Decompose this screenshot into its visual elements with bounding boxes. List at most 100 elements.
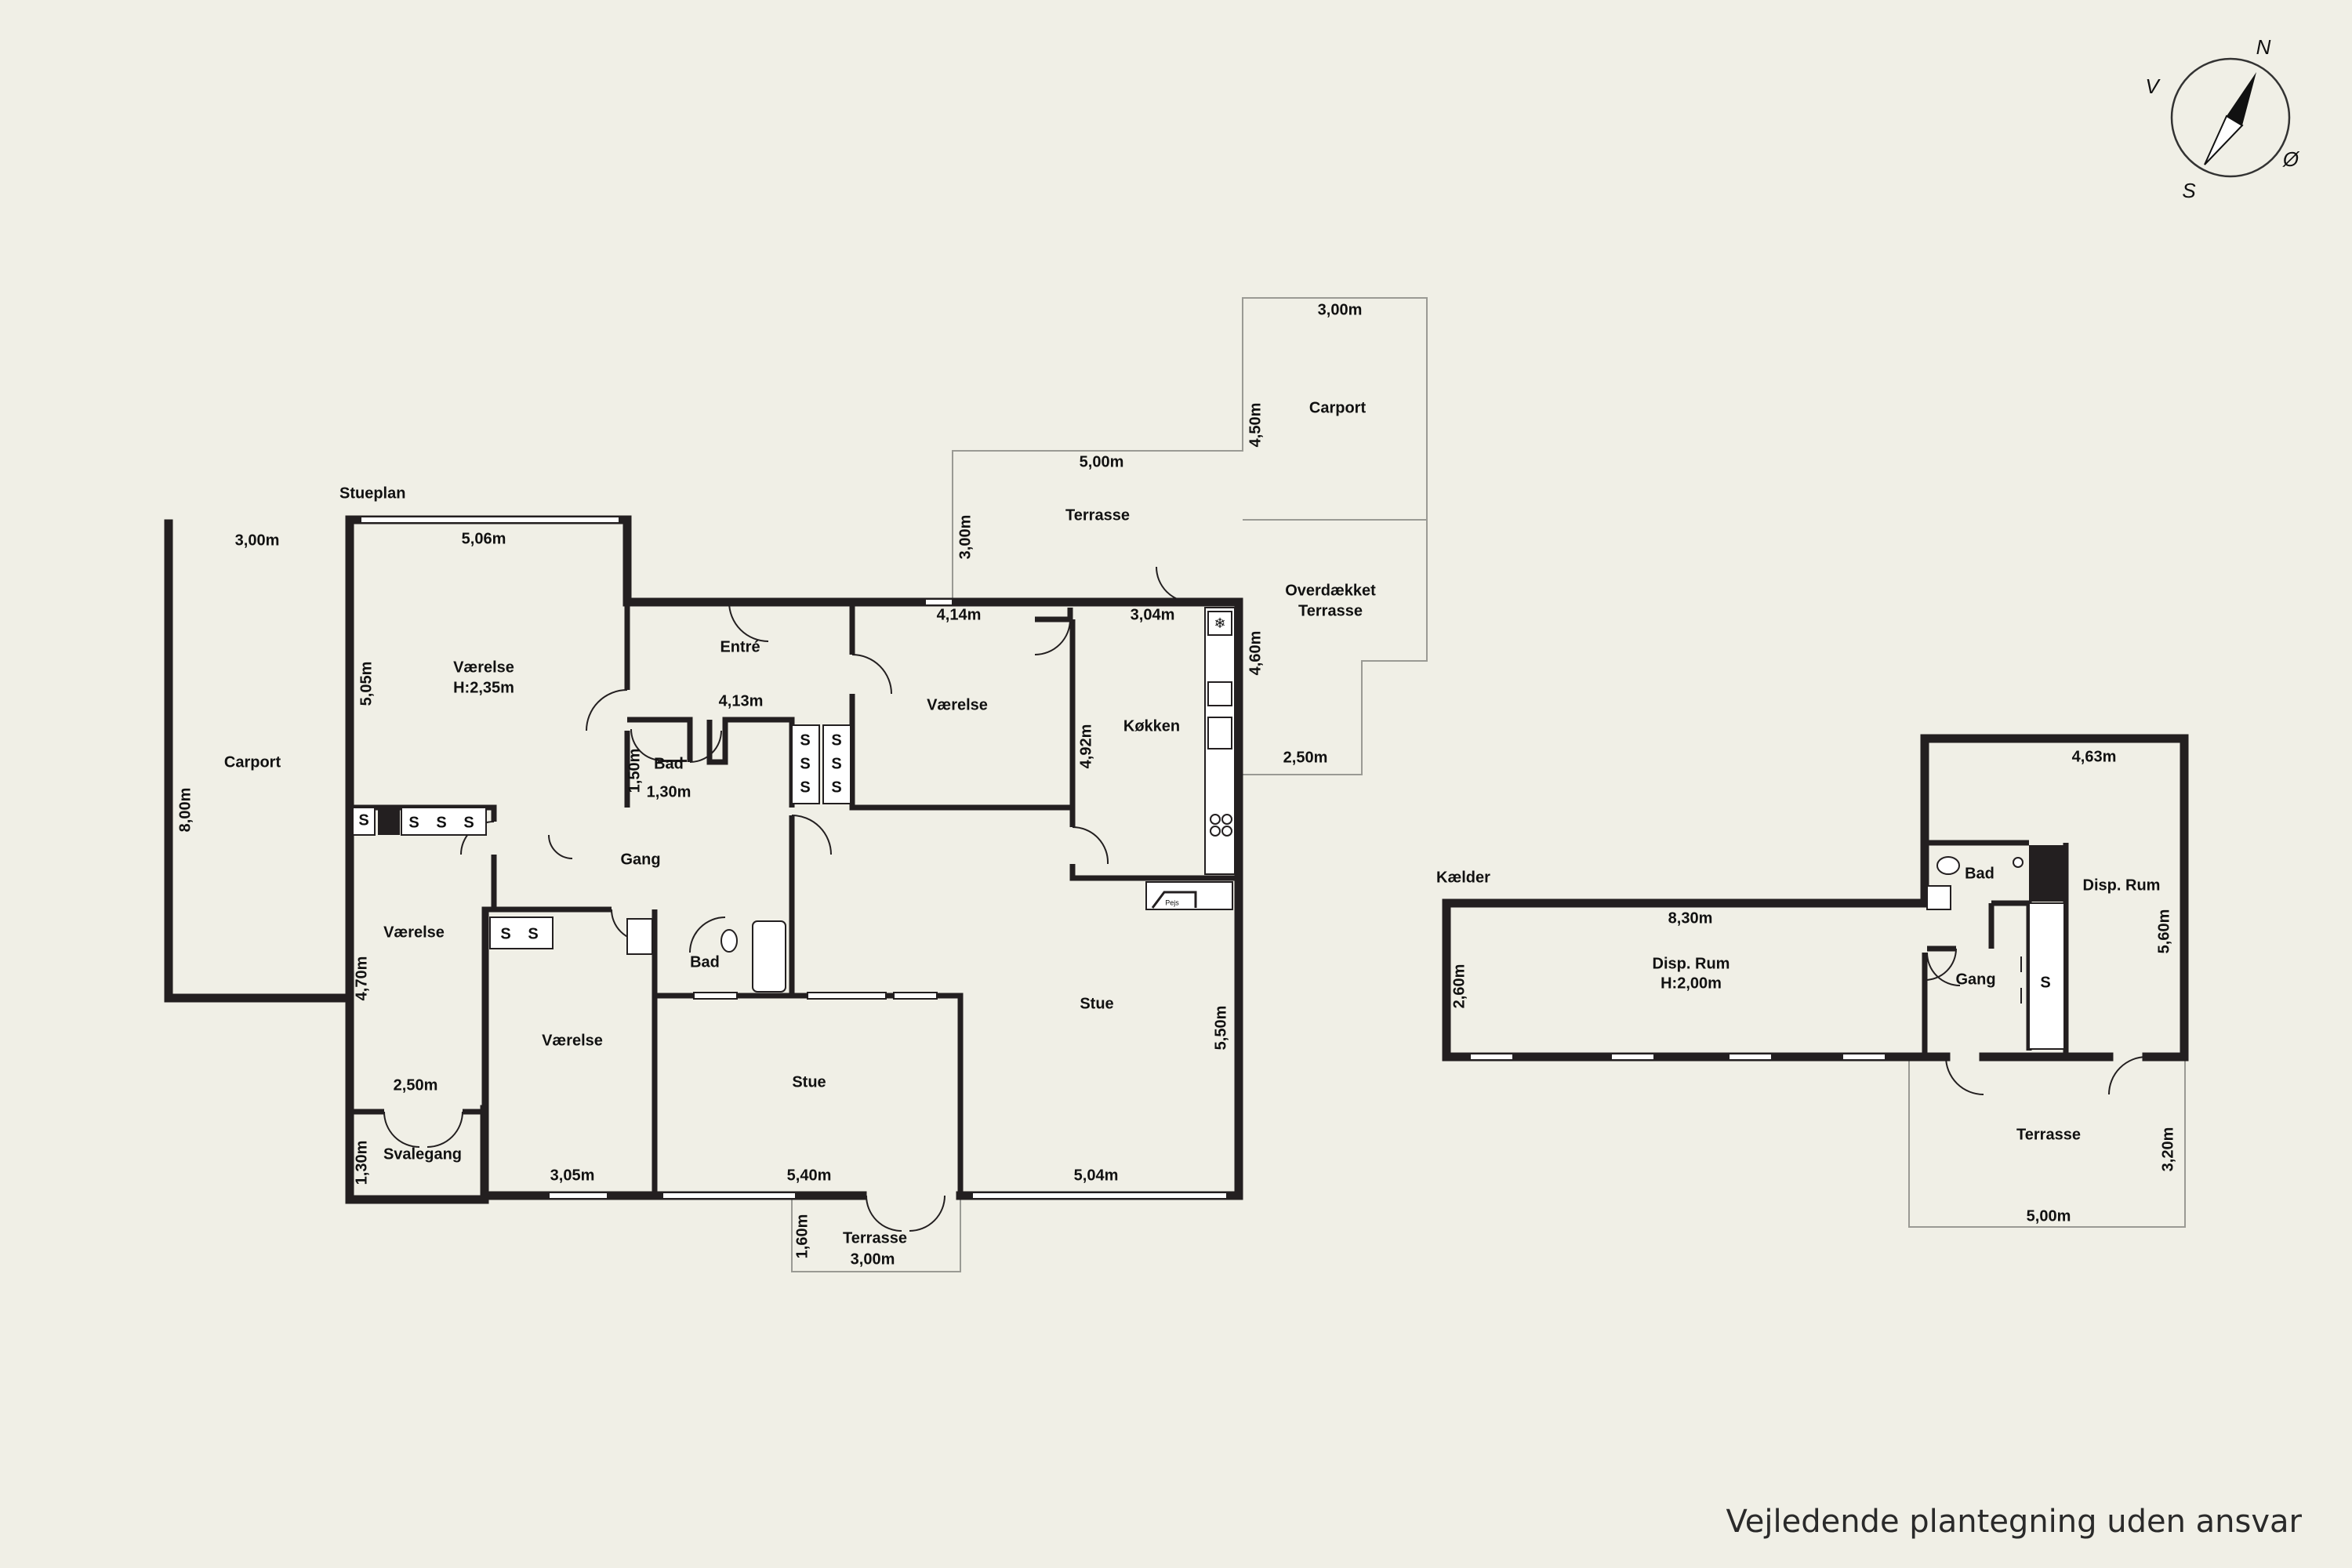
- dim-disp-small-w: 4,63m: [2072, 748, 2117, 765]
- closet-letter-5: S: [800, 731, 810, 749]
- base-sink: [1926, 885, 1951, 910]
- room-terrasse-base: Terrasse: [2016, 1126, 2081, 1143]
- base-door-bad: [1924, 948, 1957, 981]
- window-stue-left: [662, 1192, 797, 1200]
- base-lamp-icon: [2013, 857, 2024, 868]
- closets: S S S S S S S S S S S S: [352, 724, 851, 949]
- closet-letter-11: S: [500, 925, 510, 942]
- window-bad-a: [693, 992, 738, 1000]
- room-disp-rum-big: Disp. Rum: [1653, 955, 1730, 972]
- wall-base-closet: [1991, 900, 2032, 1051]
- dishwasher: [1207, 681, 1232, 706]
- bad-small-floor: [658, 760, 687, 762]
- room-gang-base: Gang: [1955, 971, 1995, 988]
- dim-vaerelse-main-w: 5,06m: [462, 530, 506, 547]
- room-entre: Entré: [720, 638, 760, 655]
- closet-letter-2: S: [408, 814, 419, 831]
- wall-kokken-south: [1069, 864, 1235, 881]
- closet-4: [822, 724, 851, 804]
- dim-bad-small-h: 1,50m: [626, 749, 643, 793]
- basement-walls: S: [1442, 734, 2189, 1228]
- dim-stue-left-w: 5,40m: [787, 1167, 832, 1184]
- closet-letter-4: S: [463, 814, 474, 831]
- door-entre-arc: [728, 601, 769, 642]
- dim-terrasse-south-h: 1,60m: [793, 1214, 811, 1259]
- dim-stue-right-w: 5,04m: [1074, 1167, 1119, 1184]
- base-window-4: [1842, 1053, 1886, 1061]
- closet-letter-8: S: [831, 731, 841, 749]
- dim-terrasse-north-h: 3,00m: [956, 515, 974, 560]
- closet-1: [352, 807, 376, 836]
- dim-kokken-w: 3,04m: [1131, 606, 1175, 623]
- room-bad-small: Bad: [654, 755, 684, 772]
- room-svalegang: Svalegang: [383, 1145, 462, 1163]
- ground-labels: Carport 3,00m 8,00m Værelse H:2,35m 5,06…: [176, 301, 1376, 1268]
- hob-4: [1221, 826, 1232, 837]
- door-bad-small-inner: [630, 728, 663, 761]
- window-bad-b: [807, 992, 887, 1000]
- compass-south-needle: [2204, 114, 2244, 165]
- fireplace: [1145, 881, 1233, 910]
- window-stue-right: [971, 1192, 1228, 1200]
- dim-kokken-h: 4,92m: [1077, 724, 1094, 769]
- closet-letter-9: S: [831, 755, 841, 772]
- window-vaerelse-main: [360, 516, 620, 524]
- room-carport-right: Carport: [1309, 399, 1367, 416]
- dim-carport-left-w: 3,00m: [235, 532, 280, 549]
- window-vaerelse-mid: [924, 598, 953, 606]
- dim-disp-small-h: 5,60m: [2155, 909, 2172, 954]
- room-stue-right: Stue: [1080, 995, 1113, 1012]
- closet-letter-10: S: [831, 779, 841, 796]
- room-vaerelse-mid: Værelse: [927, 696, 988, 713]
- room-overdaekket: Overdækket: [1285, 582, 1376, 599]
- base-window-2: [1610, 1053, 1655, 1061]
- door-stue-arc: [791, 815, 832, 855]
- dim-vaerelse-sw-w: 2,50m: [394, 1076, 438, 1094]
- dim-stue-right-h: 5,50m: [1212, 1006, 1229, 1051]
- dim-carport-right-w: 3,00m: [1318, 301, 1363, 318]
- snowflake-icon: ❄: [1214, 615, 1225, 631]
- wall-carport-left: [164, 519, 354, 1003]
- ground-walls: [164, 515, 1243, 1204]
- dim-disp-big-w: 8,30m: [1668, 909, 1713, 927]
- ground-windows: [360, 516, 1228, 1200]
- fridge: [1207, 611, 1232, 636]
- dim-disp-big-h: 2,60m: [1450, 964, 1468, 1009]
- sink: [1207, 717, 1232, 750]
- base-door-gang: [1945, 1056, 1984, 1095]
- closet-letter-1: S: [358, 811, 368, 829]
- hob-3: [1210, 826, 1221, 837]
- door-bad-main-arc: [689, 916, 726, 953]
- ground-doors: [383, 566, 1192, 1232]
- disclaimer-text: Vejledende plantegning uden ansvar: [1726, 1504, 2303, 1540]
- terrace-outline-south: [791, 1200, 961, 1272]
- closet-2: [401, 807, 487, 836]
- closet-letter-3: S: [436, 814, 446, 831]
- kitchen-fixtures: ❄ Pejs: [1145, 607, 1236, 910]
- base-door-gang-west: [1926, 952, 1961, 986]
- bathtub: [752, 920, 786, 993]
- fireplace-icon: [1151, 891, 1197, 909]
- dim-vaerelse-s-w: 3,05m: [550, 1167, 595, 1184]
- room-vaerelse-s: Værelse: [542, 1032, 603, 1049]
- basement-labels: Disp. Rum H:2,00m 8,30m 2,60m Bad Gang D…: [1450, 748, 2176, 1225]
- room-vaerelse-main-height: H:2,35m: [453, 679, 514, 696]
- door-vaerelse-arc: [586, 689, 628, 731]
- dim-terrasse-base-w: 5,00m: [2027, 1207, 2071, 1225]
- dim-entre-w: 4,13m: [719, 692, 764, 710]
- dim-carport-left-h: 8,00m: [176, 788, 194, 833]
- door-kokken-south-arc: [1072, 826, 1109, 865]
- room-gang: Gang: [620, 851, 660, 868]
- basement-doors: [1924, 856, 2147, 1095]
- door-closet-c: [548, 834, 573, 859]
- basement-windows: [1469, 1053, 1886, 1061]
- compass-w: V: [2145, 74, 2161, 98]
- closet-3: [791, 724, 820, 804]
- dim-vaerelse-mid-w: 4,14m: [937, 606, 982, 623]
- dim-terrasse-base-h: 3,20m: [2159, 1127, 2176, 1172]
- room-disp-rum-small: Disp. Rum: [2083, 877, 2161, 894]
- door-terrasse-s-b: [909, 1195, 946, 1232]
- wall-bad-small: [627, 717, 693, 762]
- dim-vaerelse-sw-h: 4,70m: [353, 956, 370, 1001]
